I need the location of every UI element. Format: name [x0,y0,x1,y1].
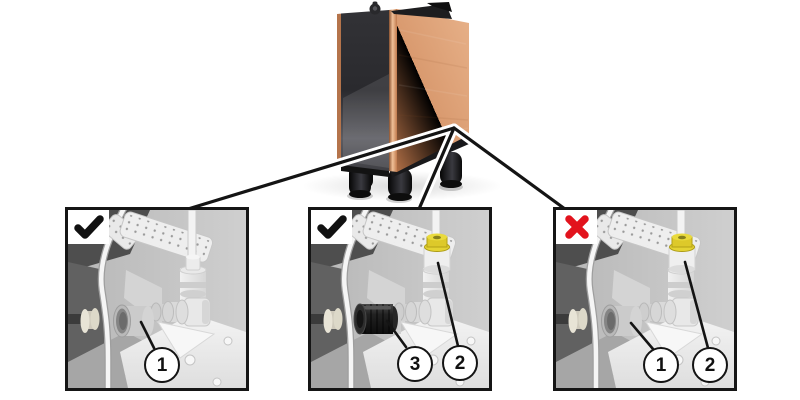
device-top-grille-edge [427,2,452,12]
callout-3-badge: 3 [397,346,433,382]
device-top-knob [369,1,381,15]
device-left-edge [337,13,341,165]
panel-option-incorrect: 1 2 [553,207,737,391]
checkmark-icon [316,215,347,239]
device-front-panel [341,10,389,171]
device-underside [341,164,389,177]
callout-leader-line [683,260,710,350]
checkmark-icon [73,215,104,239]
device-feet [349,152,462,201]
fitting-photo [556,210,734,388]
status-badge [68,210,109,244]
callout-leader-line [436,261,460,348]
device-corner-strip [389,9,397,172]
status-badge [556,210,597,244]
callout-leader-line [139,320,156,350]
device-front-sheen [343,74,389,168]
callout-2-badge: 2 [442,345,478,381]
callout-1-badge: 1 [643,347,679,383]
callout-leader-line [385,319,408,349]
panel-option-correct-2: 3 2 [308,207,492,391]
device-top-grille [391,4,452,19]
callout-1-badge: 1 [144,347,180,383]
cross-icon [564,215,589,239]
callout-leader-line [629,321,655,351]
connector-lines [183,123,570,214]
panel-option-correct-1: 1 [65,207,249,391]
fitting-photo [311,210,489,388]
status-badge [311,210,352,244]
callout-2-badge: 2 [692,347,728,383]
fitting-photo [68,210,246,388]
